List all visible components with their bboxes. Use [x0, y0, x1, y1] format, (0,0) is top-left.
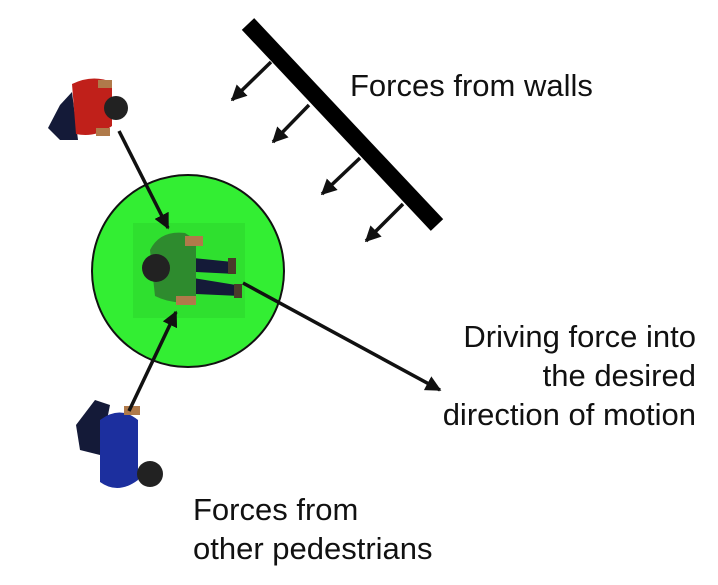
- pedestrian-force-arrow-bottom: [127, 310, 178, 412]
- label-forces-from-pedestrians: Forces from other pedestrians: [193, 490, 433, 568]
- label-driving-line-1: Driving force into: [463, 319, 696, 354]
- driving-force-arrow: [242, 281, 442, 392]
- pedestrian-bottom: [76, 400, 163, 489]
- wall-force-arrow-3: [320, 156, 362, 196]
- label-driving-line-3: direction of motion: [442, 397, 696, 432]
- pedestrian-force-arrows: [117, 130, 178, 412]
- label-driving-force: Driving force into the desired direction…: [443, 317, 696, 434]
- label-ped-line-2: other pedestrians: [193, 531, 433, 566]
- pedestrian-force-arrow-top: [117, 130, 170, 230]
- wall-force-arrows: [230, 60, 405, 243]
- wall-force-arrow-2: [271, 103, 311, 144]
- pedestrian-top: [48, 78, 128, 140]
- pedestrian-center: [142, 232, 242, 305]
- wall-force-arrow-4: [364, 202, 405, 243]
- wall: [241, 18, 444, 231]
- label-forces-from-walls: Forces from walls: [350, 68, 593, 103]
- wall-force-arrow-1: [230, 60, 273, 102]
- label-driving-line-2: the desired: [542, 358, 696, 393]
- label-ped-line-1: Forces from: [193, 492, 359, 527]
